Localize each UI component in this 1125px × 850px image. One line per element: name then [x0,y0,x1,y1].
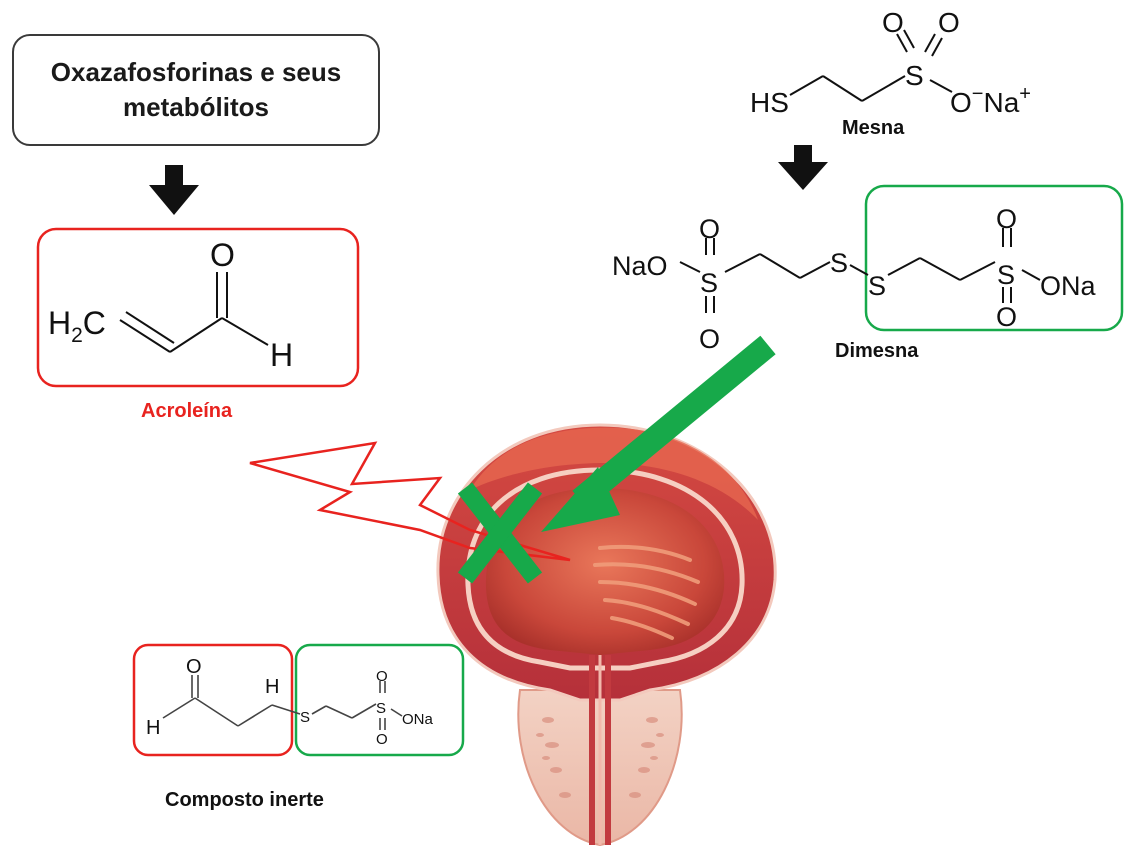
inert-o-top: O [376,668,388,685]
dimesna-o2-bot: O [996,302,1017,332]
oxazafosforinas-line2: metabólitos [123,92,269,122]
mesna-label: Mesna [842,117,905,139]
dimesna-ss2: S [868,271,886,301]
inert-o-bot: O [376,731,388,748]
dimesna-nao: NaO [612,251,668,281]
black-arrow-right [778,145,828,190]
inert-structure [162,675,403,730]
dimesna-ona: ONa [1040,271,1097,301]
dimesna-s2: S [997,260,1015,290]
dimesna-o2-top: O [996,204,1017,234]
inert-s: S [300,709,310,726]
inert-h2: H [265,676,279,698]
acrolein-label: Acroleína [141,400,233,422]
mesna-o3: O−Na+ [950,83,1031,118]
inert-s2: S [376,700,386,717]
inert-label: Composto inerte [165,789,324,811]
dimesna-green-box [864,184,1124,332]
dimesna-ss1: S [830,248,848,278]
inert-o: O [186,656,202,678]
black-arrow-left [149,165,199,215]
dimesna-label: Dimesna [835,340,919,362]
dimesna-o-bot: O [699,324,720,354]
inert-green-box [294,643,465,757]
mesna-o2: O [938,7,960,38]
mesna-structure [789,29,953,102]
green-arrow [541,335,776,532]
inert-red-box [132,643,294,757]
acrolein-box [36,227,360,388]
oxazafosforinas-box: Oxazafosforinas e seus metabólitos [12,34,380,146]
mesna-hs: HS [750,87,789,118]
inert-h1: H [146,717,160,739]
inert-ona: ONa [402,711,434,728]
oxazafosforinas-line1: Oxazafosforinas e seus [50,57,342,87]
dimesna-o-top: O [699,214,720,244]
acrolein-h2c: H2C [48,305,106,347]
mesna-o1: O [882,7,904,38]
dimesna-structure [679,228,1041,313]
acrolein-o: O [210,237,235,273]
mesna-s: S [905,60,924,91]
dimesna-s1: S [700,268,718,298]
acrolein-structure [119,272,269,353]
acrolein-h: H [270,337,293,373]
block-x-mark [457,482,543,584]
